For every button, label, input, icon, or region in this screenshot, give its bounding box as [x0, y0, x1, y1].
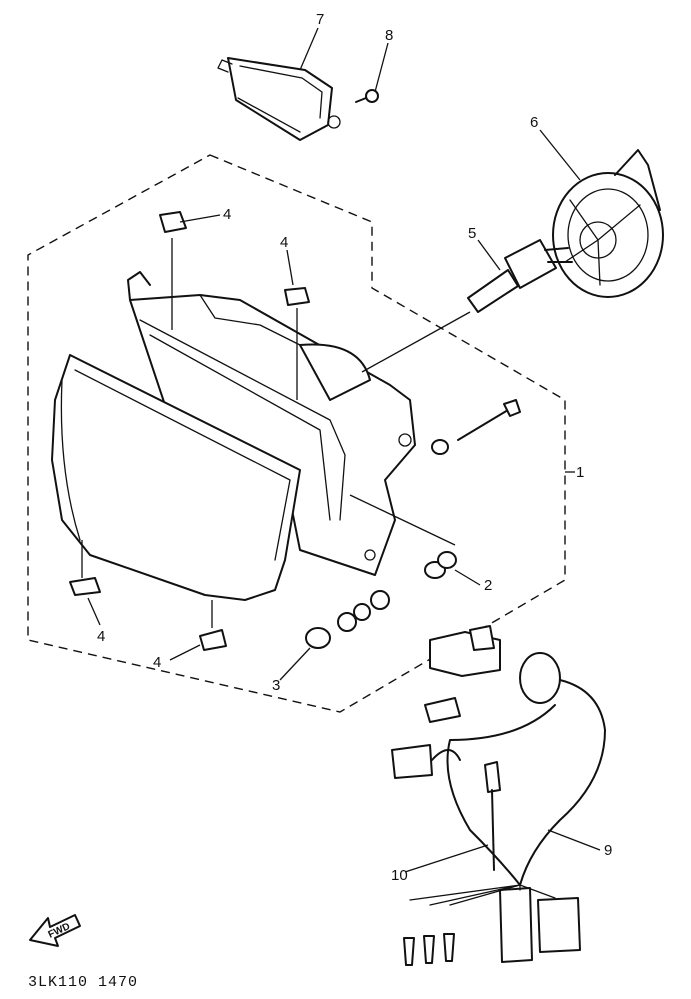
callout-4c: 4	[97, 628, 105, 645]
callout-10: 10	[391, 867, 408, 884]
wire-harness	[391, 625, 606, 966]
assembly-boundary	[27, 154, 566, 713]
leader-4b	[286, 249, 294, 286]
callout-3: 3	[272, 677, 280, 694]
leader-9	[547, 829, 601, 851]
callout-4d: 4	[153, 654, 161, 671]
leader-7	[299, 27, 319, 71]
headlight-housing	[127, 271, 416, 576]
auxiliary-light	[217, 57, 341, 141]
callout-5: 5	[468, 225, 476, 242]
callout-4a: 4	[223, 206, 231, 223]
leader-8	[374, 42, 389, 93]
leader-4a	[179, 214, 221, 223]
callout-8: 8	[385, 27, 393, 44]
drawing-code: 3LK110 1470	[28, 974, 138, 991]
cable-tie	[484, 761, 501, 871]
socket-cover	[552, 149, 664, 298]
forward-arrow-icon: FWD	[29, 914, 81, 947]
headlight-lens	[51, 354, 301, 601]
clip-4d	[199, 629, 227, 651]
callout-9: 9	[604, 842, 612, 859]
leader-6	[539, 129, 581, 181]
headlight-bulb	[467, 239, 573, 313]
leader-3	[279, 647, 311, 681]
damper-3	[305, 590, 390, 649]
leader-4d	[169, 644, 201, 661]
callout-4b: 4	[280, 234, 288, 251]
leader-10	[404, 844, 489, 873]
clip-4a	[159, 211, 187, 233]
callout-1: 1	[576, 464, 584, 481]
clip-4c	[69, 577, 101, 596]
adjuster-screw	[431, 399, 521, 455]
forward-arrow-label: FWD	[47, 921, 72, 941]
callout-2: 2	[484, 577, 492, 594]
leader-4c	[87, 597, 101, 626]
leader-2	[454, 569, 481, 586]
grommet-2	[424, 551, 457, 579]
callout-7: 7	[316, 11, 324, 28]
leader-5b	[361, 311, 471, 373]
callout-6: 6	[530, 114, 538, 131]
leader-2b	[349, 494, 456, 546]
leader-5	[477, 239, 501, 271]
screw-8	[355, 89, 379, 103]
clip-4b	[284, 287, 310, 306]
